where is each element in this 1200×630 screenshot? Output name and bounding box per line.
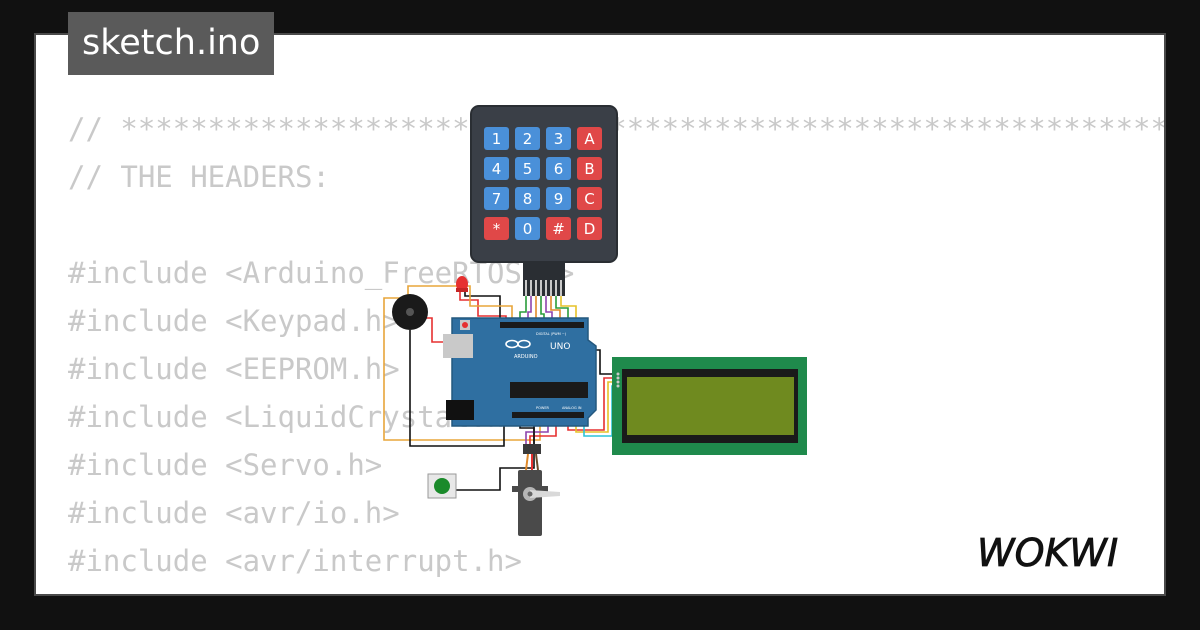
wokwi-logo-text: WOKWI: [977, 531, 1118, 575]
keypad-pin: [555, 280, 557, 296]
code-line: #include <avr/io.h>: [68, 496, 400, 530]
code-line: // THE HEADERS:: [68, 160, 330, 194]
svg-text:3: 3: [554, 130, 564, 148]
code-line: #include <util/delay.h>: [68, 585, 1164, 594]
keypad-pin: [545, 280, 547, 296]
svg-text:1: 1: [492, 130, 502, 148]
svg-text:*: *: [493, 220, 501, 238]
keypad-key-2[interactable]: 2: [515, 127, 540, 150]
code-line: // *************************************…: [68, 112, 1166, 146]
keypad-key-6[interactable]: 6: [546, 157, 571, 180]
arduino-digital-label: DIGITAL (PWM ~): [536, 332, 567, 336]
keypad-key-1[interactable]: 1: [484, 127, 509, 150]
svg-text:7: 7: [492, 190, 502, 208]
arduino-model-label: UNO: [550, 342, 570, 352]
keypad-key-hash[interactable]: #: [546, 217, 571, 240]
keypad-pin: [540, 280, 542, 296]
arduino-brand-label: ARDUINO: [514, 354, 538, 360]
keypad[interactable]: 1 2 3 A 4 5 6 B 7 8 9 C * 0 # D: [470, 105, 618, 296]
servo-motor: [512, 444, 560, 536]
keypad-key-a[interactable]: A: [577, 127, 602, 150]
keypad-key-7[interactable]: 7: [484, 187, 509, 210]
svg-text:A: A: [584, 130, 595, 148]
keypad-key-9[interactable]: 9: [546, 187, 571, 210]
svg-text:9: 9: [554, 190, 564, 208]
file-tab[interactable]: sketch.ino: [68, 12, 275, 75]
keypad-key-c[interactable]: C: [577, 187, 602, 210]
svg-text:8: 8: [523, 190, 533, 208]
keypad-key-b[interactable]: B: [577, 157, 602, 180]
svg-text:6: 6: [554, 160, 564, 178]
keypad-pin: [550, 280, 552, 296]
svg-text:B: B: [584, 160, 594, 178]
svg-text:C: C: [584, 190, 594, 208]
wokwi-logo: WOKWI: [977, 531, 1119, 576]
code-line: #include <EEPROM.h>: [68, 352, 400, 386]
code-line: #include <Keypad.h>: [68, 304, 400, 338]
arduino-uno: UNO ARDUINO DIGITAL (PWM ~) POWER ANALOG…: [443, 317, 597, 427]
svg-text:5: 5: [523, 160, 533, 178]
keypad-key-star[interactable]: *: [484, 217, 509, 240]
keypad-key-d[interactable]: D: [577, 217, 602, 240]
svg-text:0: 0: [523, 220, 533, 238]
svg-text:4: 4: [492, 160, 502, 178]
keypad-key-3[interactable]: 3: [546, 127, 571, 150]
keypad-key-4[interactable]: 4: [484, 157, 509, 180]
push-button[interactable]: [427, 473, 457, 499]
keypad-key-8[interactable]: 8: [515, 187, 540, 210]
lcd-display: [612, 357, 807, 455]
arduino-analog-label: ANALOG IN: [562, 406, 582, 410]
svg-text:#: #: [552, 220, 565, 238]
keypad-key-0[interactable]: 0: [515, 217, 540, 240]
code-line: #include <Servo.h>: [68, 448, 383, 482]
keypad-pin: [560, 280, 562, 296]
arduino-power-label: POWER: [536, 406, 550, 410]
buzzer: [392, 294, 428, 330]
code-line: #include <avr/interrupt.h>: [68, 544, 522, 578]
keypad-pin: [525, 280, 527, 296]
svg-text:2: 2: [523, 130, 533, 148]
led: [456, 276, 468, 292]
keypad-key-5[interactable]: 5: [515, 157, 540, 180]
svg-text:D: D: [584, 220, 596, 238]
keypad-pin: [530, 280, 532, 296]
keypad-pin: [535, 280, 537, 296]
